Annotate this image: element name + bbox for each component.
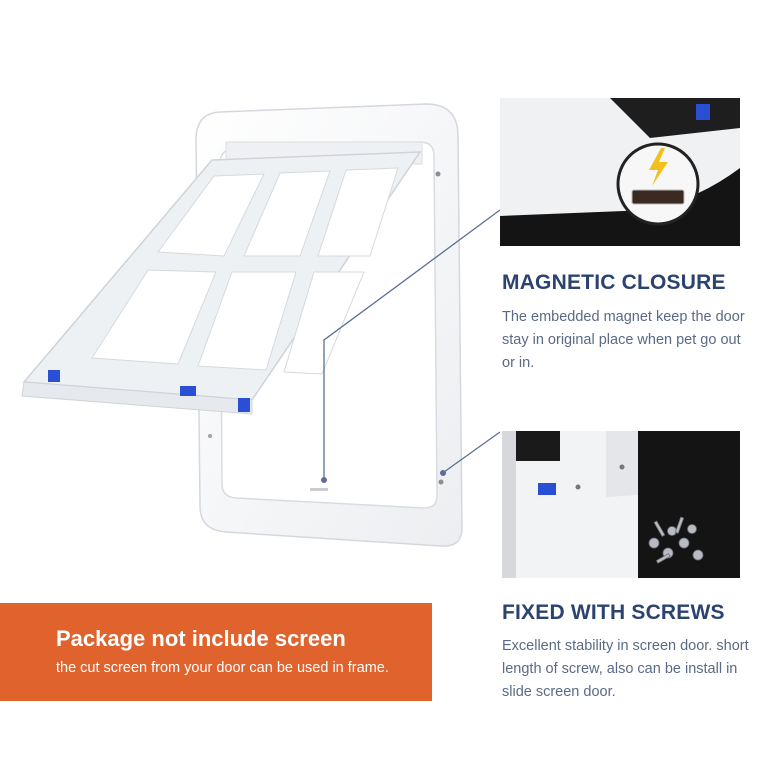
magnet-slot xyxy=(310,488,328,491)
screw-left xyxy=(208,434,212,438)
magnet-callout-dot xyxy=(321,477,327,483)
screws-callout-line xyxy=(443,431,500,473)
flap-edge xyxy=(21,381,253,415)
flap-grid xyxy=(91,167,399,375)
magnet-detail-photo xyxy=(500,98,740,246)
fixed-with-screws-description: Excellent stability in screen door. shor… xyxy=(502,638,749,700)
banner-title: Package not include screen xyxy=(56,626,346,651)
magnetic-closure-description: The embedded magnet keep the door stay i… xyxy=(502,309,745,371)
fixed-with-screws-title: FIXED WITH SCREWS xyxy=(502,601,725,624)
screws-photo-latch xyxy=(538,483,556,495)
magnet-callout-line xyxy=(323,209,500,478)
package-notice-banner: Package not include screen the cut scree… xyxy=(0,603,432,701)
screw-bottom xyxy=(438,479,444,485)
magnetic-closure-title: MAGNETIC CLOSURE xyxy=(502,271,726,294)
pet-door-illustration xyxy=(21,103,500,547)
banner-subtitle: the cut screen from your door can be use… xyxy=(56,660,389,676)
latch-left xyxy=(48,370,60,382)
screw-top xyxy=(435,171,441,177)
magnet-photo-latch xyxy=(696,104,710,120)
latch-middle xyxy=(180,386,196,396)
lightning-bolt-icon xyxy=(649,148,668,186)
screws-detail-photo xyxy=(502,431,740,578)
latch-right xyxy=(238,398,250,412)
screws-callout-dot xyxy=(440,470,446,476)
screw-parts xyxy=(648,516,704,564)
